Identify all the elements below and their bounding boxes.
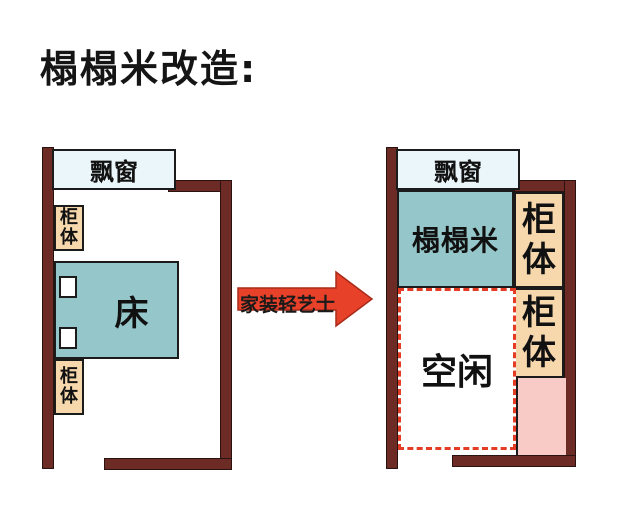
- after-window-label: 飘窗: [434, 158, 482, 186]
- before-pillow-bottom: [59, 327, 77, 349]
- before-left-wall: [42, 147, 54, 469]
- after-cabinet-top: 柜 体: [514, 192, 564, 288]
- transform-arrow: [237, 270, 374, 328]
- arrow-watermark-label: 家装轻艺士: [240, 294, 336, 316]
- before-bottom-wall: [104, 458, 232, 470]
- before-cabinet-bottom: 柜 体: [54, 359, 84, 415]
- after-left-wall: [386, 147, 398, 469]
- before-cabinet-top-label: 柜 体: [60, 207, 78, 248]
- after-window: 飘窗: [396, 149, 520, 190]
- before-bed-label: 床: [114, 293, 149, 334]
- before-window: 飘窗: [52, 149, 176, 190]
- before-right-wall: [220, 180, 232, 470]
- after-cabinet-top-label: 柜 体: [522, 200, 556, 280]
- before-window-label: 飘窗: [90, 158, 138, 186]
- before-pillow-top: [59, 276, 77, 298]
- after-free-area: 空闲: [398, 288, 516, 450]
- after-bottom-wall: [452, 455, 576, 467]
- arrow-shape: [237, 270, 374, 328]
- after-cabinet-bottom-label: 柜 体: [522, 293, 556, 373]
- after-pink-area: [516, 378, 566, 455]
- after-free-label: 空闲: [420, 352, 493, 393]
- page-title: 榻榻米改造:: [40, 47, 258, 91]
- before-cabinet-bottom-label: 柜 体: [60, 366, 78, 407]
- after-tatami-label: 榻榻米: [411, 224, 499, 257]
- before-cabinet-top: 柜 体: [54, 205, 84, 251]
- after-cabinet-bottom: 柜 体: [514, 288, 564, 378]
- after-tatami: 榻榻米: [397, 190, 514, 288]
